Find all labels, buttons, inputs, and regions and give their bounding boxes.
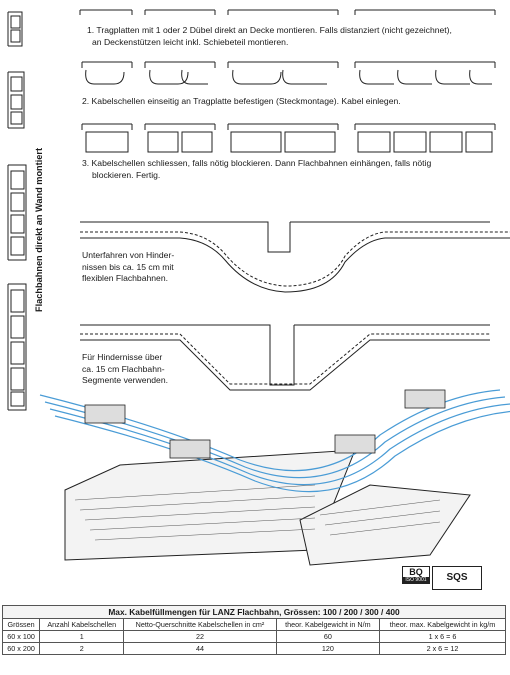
iso-label: ISO 9001	[403, 577, 429, 583]
note-over-line: ca. 15 cm Flachbahn-	[82, 363, 165, 374]
step-2-line-1: 2. Kabelschellen einseitig an Tragplatte…	[82, 96, 401, 106]
table-title: Max. Kabelfüllmengen für LANZ Flachbahn,…	[2, 605, 506, 619]
sqs-logo: SQS	[432, 566, 482, 590]
note-over-line: Segmente verwenden.	[82, 375, 168, 385]
table-cell: 44	[123, 642, 277, 655]
installation-drawing	[7, 9, 510, 566]
wall-profile-4	[7, 283, 27, 411]
table-header-row: Grössen Anzahl Kabelschellen Netto-Quers…	[1, 618, 507, 631]
bq-logo: BQ ISO 9001	[402, 566, 430, 584]
step-3: 3. Kabelschellen schliessen, falls nötig…	[82, 158, 431, 181]
note-over-line: Für Hindernisse über	[82, 352, 163, 362]
table-cell: 60	[275, 630, 380, 643]
note-under: Unterfahren von Hinder- nissen bis ca. 1…	[82, 250, 174, 285]
note-under-line: nissen bis ca. 15 cm mit	[82, 261, 174, 272]
table-cell: 2 x 6 = 12	[378, 642, 507, 655]
table-header: Grössen	[1, 618, 41, 631]
wall-profile-3	[7, 164, 27, 261]
note-under-line: Unterfahren von Hinder-	[82, 250, 175, 260]
note-over: Für Hindernisse über ca. 15 cm Flachbahn…	[82, 352, 168, 387]
table-cell: 2	[39, 642, 125, 655]
table-cell: 1	[39, 630, 125, 643]
table-cell: 22	[123, 630, 277, 643]
step-1-line-2: an Deckenstützen leicht inkl. Schiebetei…	[92, 36, 289, 47]
table-header: Netto-Querschnitte Kabelschellen in cm²	[123, 618, 277, 631]
table-header: theor. max. Kabelgewicht in kg/m	[378, 618, 507, 631]
step-2: 2. Kabelschellen einseitig an Tragplatte…	[82, 96, 401, 108]
table-header: theor. Kabelgewicht in N/m	[275, 618, 380, 631]
side-label: Flachbahnen direkt an Wand montiert	[34, 147, 44, 312]
step-1: 1. Tragplatten mit 1 oder 2 Dübel direkt…	[87, 25, 452, 48]
table-row: 60 x 100 1 22 60 1 x 6 = 6	[1, 630, 507, 643]
step-3-line-2: blockieren. Fertig.	[92, 169, 161, 180]
step-3-line-1: 3. Kabelschellen schliessen, falls nötig…	[82, 158, 432, 168]
note-under-line: flexiblen Flachbahnen.	[82, 273, 168, 283]
table-cell: 120	[275, 642, 380, 655]
table-cell: 60 x 200	[1, 642, 41, 655]
bq-logo-text: BQ	[409, 567, 423, 577]
table-cell: 60 x 100	[1, 630, 41, 643]
step-1-line-1: 1. Tragplatten mit 1 oder 2 Dübel direkt…	[87, 25, 452, 35]
table-row: 60 x 200 2 44 120 2 x 6 = 12	[1, 642, 507, 655]
wall-profile-1	[7, 11, 23, 47]
table-cell: 1 x 6 = 6	[378, 630, 507, 643]
capacity-table: Max. Kabelfüllmengen für LANZ Flachbahn,…	[1, 605, 507, 655]
wall-profile-2	[7, 71, 25, 129]
table-header: Anzahl Kabelschellen	[39, 618, 125, 631]
